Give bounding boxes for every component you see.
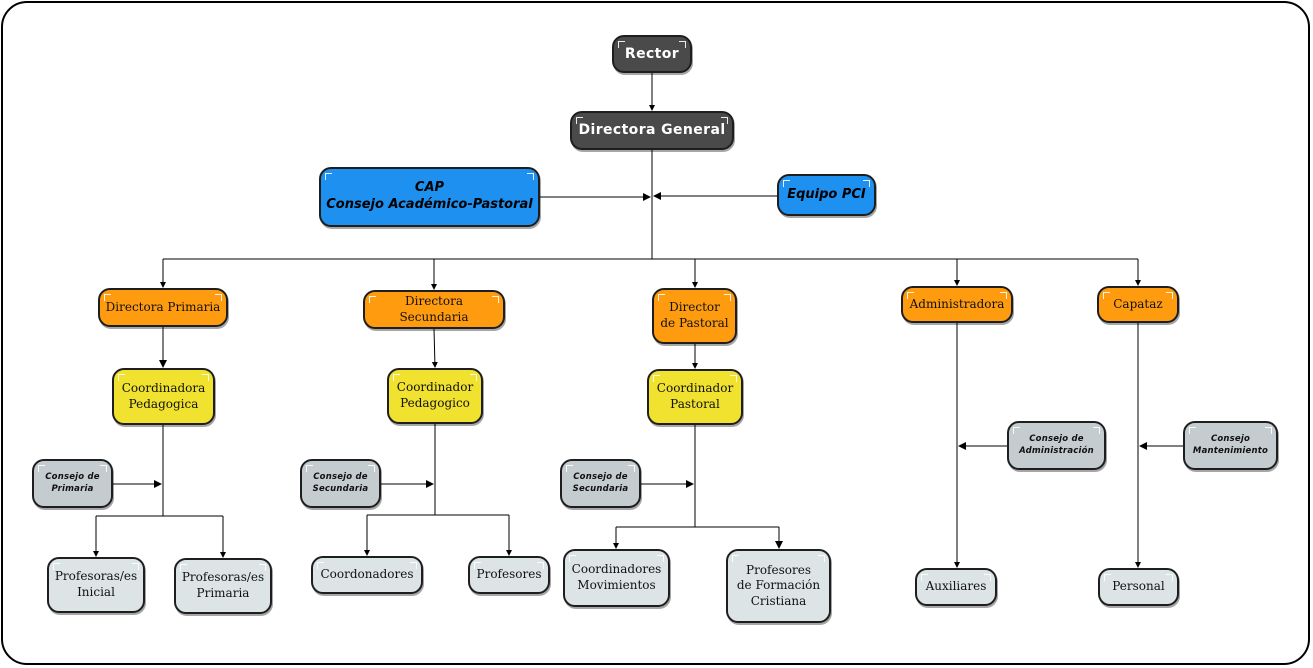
consejo-secundaria-label-1: Consejo de Secundaria bbox=[312, 472, 369, 494]
profesores-primaria-label: Profesoras/es Primaria bbox=[181, 570, 265, 600]
profesores-inicial-label: Profesoras/es Inicial bbox=[54, 569, 138, 599]
consejo-secundaria-label-2: Consejo de Secundaria bbox=[572, 472, 629, 494]
profesores-formacion-box[interactable]: Profesores de Formación Cristiana bbox=[726, 549, 831, 623]
cap-subtitle: Consejo Académico-Pastoral bbox=[326, 197, 533, 212]
auxiliares-box[interactable]: Auxiliares bbox=[915, 568, 997, 606]
auxiliares-label: Auxiliares bbox=[925, 579, 987, 594]
coordinadora-pedagogica-box[interactable]: Coordinadora Pedagogica bbox=[112, 368, 215, 425]
directora-primaria-box[interactable]: Directora Primaria bbox=[98, 288, 228, 327]
cap-box[interactable]: CAP Consejo Académico-Pastoral bbox=[319, 167, 540, 227]
rector-box[interactable]: Rector bbox=[612, 35, 692, 73]
administradora-label: Administradora bbox=[909, 296, 1005, 311]
cap-title: CAP bbox=[414, 180, 445, 196]
coordinador-pastoral-box[interactable]: Coordinador Pastoral bbox=[647, 369, 743, 425]
coordinadora-pedagogica-label: Coordinadora Pedagogica bbox=[121, 380, 206, 411]
consejo-mantenimiento-box[interactable]: Consejo Mantenimiento bbox=[1183, 421, 1278, 470]
profesores-formacion-label: Profesores de Formación Cristiana bbox=[736, 562, 821, 608]
consejo-administracion-label: Consejo de Administración bbox=[1019, 434, 1094, 456]
directora-general-label: Directora General bbox=[578, 122, 726, 139]
profesores-label: Profesores bbox=[476, 567, 542, 582]
coordonadores-label: Coordonadores bbox=[320, 567, 414, 582]
coordonadores-box[interactable]: Coordonadores bbox=[311, 556, 423, 594]
consejo-secundaria-box-2[interactable]: Consejo de Secundaria bbox=[560, 459, 641, 508]
coordinador-pastoral-label: Coordinador Pastoral bbox=[656, 381, 734, 411]
directora-primaria-label: Directora Primaria bbox=[105, 299, 221, 314]
directora-secundaria-box[interactable]: Directora Secundaria bbox=[363, 290, 505, 329]
equipo-pci-label: Equipo PCI bbox=[787, 186, 866, 202]
coordinador-pedagogico-label: Coordinador Pedagogico bbox=[396, 380, 474, 410]
directora-secundaria-label: Directora Secundaria bbox=[399, 293, 469, 324]
coordinadores-movimientos-box[interactable]: Coordinadores Movimientos bbox=[563, 549, 670, 607]
consejo-primaria-label: Consejo de Primaria bbox=[45, 472, 100, 494]
director-pastoral-label: Director de Pastoral bbox=[660, 300, 729, 330]
equipo-pci-box[interactable]: Equipo PCI bbox=[777, 174, 876, 216]
capataz-box[interactable]: Capataz bbox=[1097, 286, 1179, 323]
director-pastoral-box[interactable]: Director de Pastoral bbox=[652, 288, 737, 344]
rector-label: Rector bbox=[624, 45, 680, 62]
personal-label: Personal bbox=[1112, 579, 1165, 594]
coordinador-pedagogico-box[interactable]: Coordinador Pedagogico bbox=[387, 368, 483, 424]
consejo-mantenimiento-label: Consejo Mantenimiento bbox=[1192, 434, 1269, 456]
profesores-box[interactable]: Profesores bbox=[468, 556, 550, 594]
directora-general-box[interactable]: Directora General bbox=[570, 111, 734, 150]
profesores-inicial-box[interactable]: Profesoras/es Inicial bbox=[47, 557, 145, 613]
profesores-primaria-box[interactable]: Profesoras/es Primaria bbox=[174, 558, 272, 614]
consejo-administracion-box[interactable]: Consejo de Administración bbox=[1007, 421, 1106, 470]
coordinadores-movimientos-label: Coordinadores Movimientos bbox=[571, 562, 662, 592]
personal-box[interactable]: Personal bbox=[1098, 568, 1179, 606]
consejo-primaria-box[interactable]: Consejo de Primaria bbox=[32, 459, 113, 508]
capataz-label: Capataz bbox=[1113, 296, 1163, 311]
consejo-secundaria-box-1[interactable]: Consejo de Secundaria bbox=[300, 459, 381, 508]
administradora-box[interactable]: Administradora bbox=[901, 286, 1013, 323]
